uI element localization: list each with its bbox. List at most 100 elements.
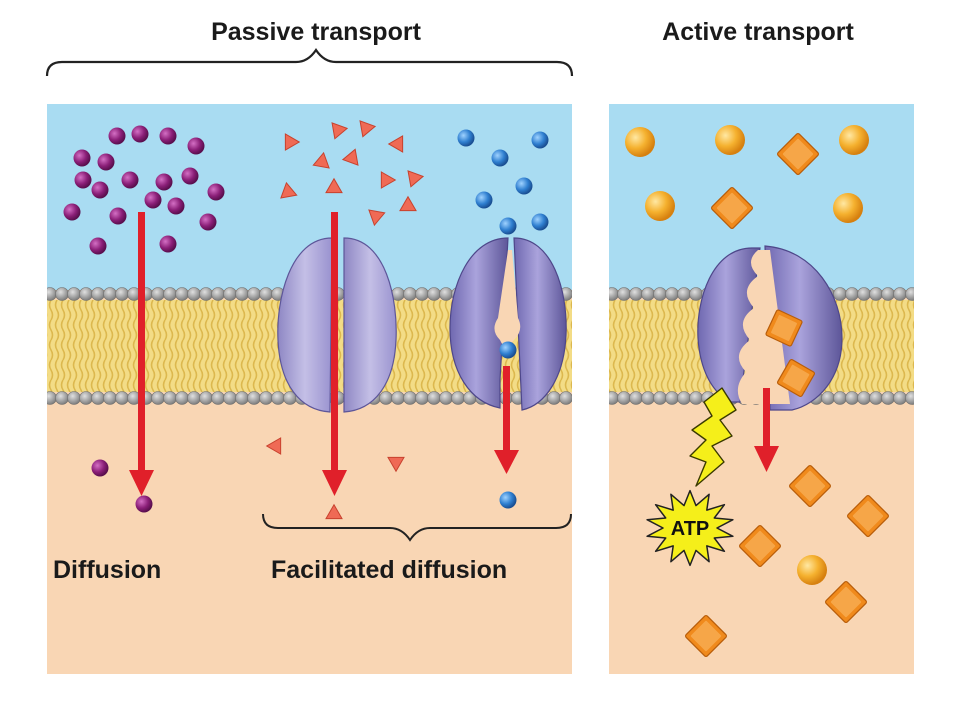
passive-transport-heading: Passive transport [211, 18, 421, 46]
diffusion-molecule [109, 207, 127, 225]
phospholipid-head [821, 391, 835, 405]
phospholipid-head [881, 287, 895, 301]
phospholipid-head [905, 391, 914, 405]
transported-diamond [765, 309, 803, 347]
transported-sphere [715, 125, 745, 155]
phospholipid-head [641, 287, 655, 301]
diffusion-molecule [181, 167, 199, 185]
phospholipid-head [893, 391, 907, 405]
transported-diamond [711, 187, 753, 229]
phospholipid-head [451, 391, 465, 405]
phospholipid-head [427, 287, 441, 301]
carrier-arrow [494, 366, 519, 474]
phospholipid-head [665, 391, 679, 405]
diffusion-molecule [108, 127, 126, 145]
channel-protein [277, 237, 397, 413]
molecules [63, 120, 889, 657]
gradient-arrows [129, 212, 779, 496]
channel-molecule [312, 151, 330, 169]
transported-diamond [777, 133, 819, 175]
diffusion-molecule [167, 197, 185, 215]
active-pump-protein [697, 245, 843, 411]
facilitated-brace-icon [262, 513, 572, 542]
phospholipid-head [187, 391, 201, 405]
channel-molecule [399, 195, 417, 212]
phospholipid-head [833, 287, 847, 301]
phospholipid-head [175, 287, 189, 301]
carrier-molecule [515, 177, 533, 195]
channel-molecule [280, 181, 298, 199]
phospholipid-head [641, 391, 655, 405]
transported-diamond [789, 465, 831, 507]
phospholipid-head [857, 391, 871, 405]
carrier-molecule [457, 129, 475, 147]
diffusion-molecule [144, 191, 162, 209]
phospholipid-head [259, 391, 273, 405]
diffusion-molecule [135, 495, 153, 513]
diffusion-molecule [207, 183, 225, 201]
phospholipid-head [609, 287, 619, 301]
transported-sphere [833, 193, 863, 223]
phospholipid-head [247, 287, 261, 301]
phospholipid-head [271, 391, 285, 405]
phospholipid-head [653, 391, 667, 405]
phospholipid-head [163, 391, 177, 405]
phospholipid-head [869, 287, 883, 301]
channel-molecule [341, 148, 359, 166]
carrier-molecule [531, 213, 549, 231]
channel-molecule [325, 177, 343, 194]
passive-brace-icon [45, 48, 574, 77]
transported-sphere [839, 125, 869, 155]
diffusion-molecule [91, 459, 109, 477]
diffusion-molecule [121, 171, 139, 189]
phospholipid-head [115, 391, 129, 405]
channel-molecule [407, 170, 425, 188]
phospholipid-head [199, 287, 213, 301]
phospholipid-head [677, 287, 691, 301]
phospholipid-head [845, 391, 859, 405]
intracellular-region [47, 410, 572, 674]
phospholipid-head [55, 287, 69, 301]
phospholipid-head [609, 391, 619, 405]
phospholipid-head [103, 391, 117, 405]
diffusion-molecule [159, 127, 177, 145]
phospholipid-head [55, 391, 69, 405]
atp-label: ATP [671, 518, 710, 540]
diffusion-molecule [74, 171, 92, 189]
phospholipid-head [379, 391, 393, 405]
phospholipid-head [893, 287, 907, 301]
phospholipid-head [403, 391, 417, 405]
phospholipid-head [833, 391, 847, 405]
phospholipid-head [415, 287, 429, 301]
phospholipid-head [653, 287, 667, 301]
atp-burst-icon [646, 489, 734, 567]
transported-sphere [645, 191, 675, 221]
phospholipid-head [869, 391, 883, 405]
channel-molecule [387, 135, 404, 153]
diffusion-molecule [199, 213, 217, 231]
channel-molecule [380, 171, 397, 189]
phospholipid-head [559, 391, 572, 405]
diffusion-molecule [97, 153, 115, 171]
phospholipid-head [175, 391, 189, 405]
channel-arrow [322, 212, 347, 496]
phospholipid-head [211, 391, 225, 405]
phospholipid-head [629, 391, 643, 405]
carrier-molecule [499, 217, 517, 235]
phospholipid-head [187, 287, 201, 301]
phospholipid-head [391, 391, 405, 405]
phospholipid-head [629, 287, 643, 301]
phospholipid-head [427, 391, 441, 405]
carrier-molecule [499, 341, 517, 359]
phospholipid-head [67, 287, 81, 301]
diffusion-molecule [131, 125, 149, 143]
transported-diamond [777, 359, 815, 397]
diffusion-molecule [89, 237, 107, 255]
transported-sphere [625, 127, 655, 157]
carrier-molecule [499, 491, 517, 509]
channel-molecule [325, 503, 343, 520]
phospholipid-head [103, 287, 117, 301]
phospholipid-head [151, 391, 165, 405]
phospholipid-head [403, 287, 417, 301]
